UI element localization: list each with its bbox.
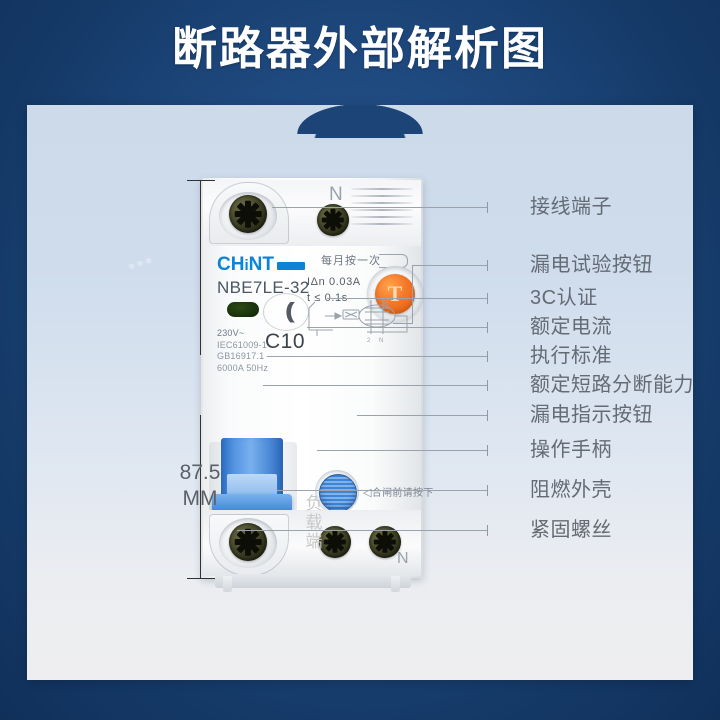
leader-tick xyxy=(487,293,488,304)
spec-gb: GB16917.1 xyxy=(217,351,265,361)
callout-label-rated: 额定电流 xyxy=(530,316,612,338)
leader-tick xyxy=(487,351,488,362)
svg-text:1: 1 xyxy=(369,302,373,308)
spec-breaking: 6000A 50Hz xyxy=(217,362,269,373)
leader-tick xyxy=(487,485,488,496)
leader-line-handle xyxy=(317,450,487,451)
brand-bar xyxy=(277,262,305,270)
card-notch xyxy=(297,105,423,138)
spec-voltage: 230V~ xyxy=(217,328,245,338)
height-dimension-line-upper xyxy=(200,180,201,355)
load-side-label: 负载端 xyxy=(305,494,323,551)
height-dimension-text: 87.5 MM xyxy=(145,460,255,512)
terminal-n-label-top: N xyxy=(329,184,343,205)
height-unit: MM xyxy=(182,487,218,510)
callout-label-ccc: 3C认证 xyxy=(530,287,598,309)
leader-tick xyxy=(487,410,488,421)
leader-line-screw xyxy=(237,530,487,531)
din-clip-tab xyxy=(391,576,400,592)
callout-label-screw: 紧固螺丝 xyxy=(530,519,612,541)
leader-line-terminal xyxy=(272,207,487,208)
monthly-test-note: 每月按一次 xyxy=(321,255,381,267)
leader-line-rated xyxy=(307,327,487,328)
callout-label-indicator: 漏电指示按钮 xyxy=(530,404,653,426)
brand-logo: CHiNT xyxy=(217,254,274,275)
leader-line-breaking xyxy=(263,385,487,386)
terminal-screw-bottom-left xyxy=(229,523,267,561)
terminal-screw-top-left xyxy=(229,195,267,233)
leader-stub-test xyxy=(393,323,413,324)
leader-line-ccc xyxy=(327,298,487,299)
watermark: ●●● xyxy=(125,251,156,274)
callout-label-housing: 阻燃外壳 xyxy=(530,479,612,501)
din-clip-tab xyxy=(223,576,232,592)
content-card: ●●● ●●● N CHiNT NBE7L xyxy=(27,105,693,680)
leak-indicator-button[interactable] xyxy=(319,474,357,512)
terminal-n-label-bottom: N xyxy=(397,550,409,567)
leader-line-indicator xyxy=(357,415,487,416)
terminal-screw-bottom-mid xyxy=(319,526,351,558)
status-window xyxy=(227,302,259,317)
leader-tick xyxy=(487,380,488,391)
leader-tick xyxy=(487,525,488,536)
idn-value: IΔn 0.03A xyxy=(307,276,361,288)
callout-label-handle: 操作手柄 xyxy=(530,439,612,461)
terminal-screw-top-right xyxy=(317,204,349,236)
height-value: 87.5 xyxy=(179,461,221,484)
indicator-note-text: 合闸前请按下 xyxy=(371,488,434,499)
vent-slots-top xyxy=(351,188,413,238)
height-dimension-line-lower xyxy=(200,415,201,578)
spec-iec: IEC61009-1 xyxy=(217,339,268,350)
leader-elbow-test xyxy=(412,265,413,323)
svg-text:2: 2 xyxy=(367,338,371,344)
breaker-base-skirt xyxy=(215,574,411,588)
spec-text-block: 230V~ IEC61009-1 GB16917.1 6000A 50Hz xyxy=(217,328,268,374)
leader-tick xyxy=(487,202,488,213)
leader-line-standard xyxy=(267,356,487,357)
indicator-note: ◁合闸前请按下 xyxy=(363,484,434,499)
test-button[interactable]: T xyxy=(375,274,415,314)
callout-label-terminal: 接线端子 xyxy=(530,196,612,218)
leader-line-housing xyxy=(277,490,487,491)
leader-line-test xyxy=(412,265,487,266)
breaker-device: N CHiNT NBE7LE-32 ((( C10 230V~ IEC61009… xyxy=(201,178,433,592)
leader-tick xyxy=(487,260,488,271)
height-dimension-cap-bottom xyxy=(187,578,215,579)
indicator-arrow-icon: ◁ xyxy=(363,487,372,499)
rated-current-value: C10 xyxy=(265,330,306,353)
callout-label-standard: 执行标准 xyxy=(530,345,612,367)
svg-text:N: N xyxy=(379,338,383,344)
callout-label-test: 漏电试验按钮 xyxy=(530,254,653,276)
ccc-certification-mark: ((( xyxy=(285,298,295,323)
svg-text:N: N xyxy=(384,302,388,308)
model-number: NBE7LE-32 xyxy=(217,278,310,297)
callout-label-breaking: 额定短路分断能力 xyxy=(530,374,693,396)
page-title: 断路器外部解析图 xyxy=(171,23,548,74)
leader-tick xyxy=(487,445,488,456)
height-dimension-cap-top xyxy=(187,180,215,181)
circuit-schematic: 2 N 1 N xyxy=(305,298,417,348)
terminal-screw-bottom-right xyxy=(369,526,401,558)
leader-tick xyxy=(487,322,488,333)
